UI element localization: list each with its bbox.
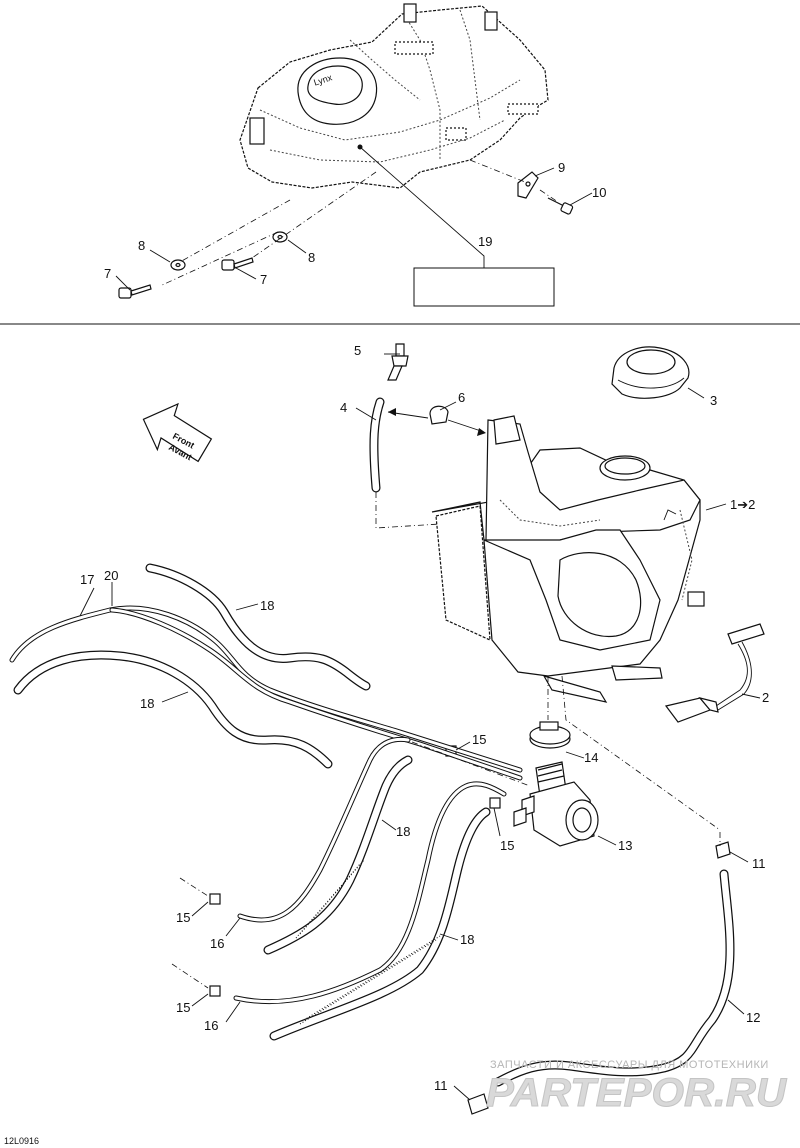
- callout-18-lower: 18: [460, 932, 474, 947]
- hose-16-lower: [233, 781, 507, 1005]
- callout-15-upper: 15: [472, 732, 486, 747]
- callout-9: 9: [558, 160, 565, 175]
- vent-hose-4: [369, 397, 385, 493]
- callout-15-mid: 15: [500, 838, 514, 853]
- vent-fitting-5: [387, 343, 409, 381]
- hose-18-top: [145, 563, 371, 691]
- clamp-15-mid: [489, 797, 501, 809]
- callout-16-lower: 16: [204, 1018, 218, 1033]
- callout-5: 5: [354, 343, 361, 358]
- bolt-7-right: [221, 257, 254, 271]
- callout-17: 17: [80, 572, 94, 587]
- callout-10: 10: [592, 185, 606, 200]
- clamp-11-upper: [715, 841, 731, 859]
- hose-12: [493, 869, 735, 1087]
- hose-18-left: [13, 650, 333, 769]
- callout-8-left: 8: [138, 238, 145, 253]
- clamp-15-lower-b: [209, 985, 221, 997]
- callout-11-upper: 11: [752, 856, 766, 871]
- callout-2: 2: [762, 690, 769, 705]
- callout-19: 19: [478, 234, 492, 249]
- hose-16-upper: [237, 736, 411, 923]
- watermark-tagline: ЗАПЧАСТИ И АКСЕССУАРЫ ДЛЯ МОТОТЕХНИКИ: [490, 1059, 769, 1071]
- callout-14: 14: [584, 750, 598, 765]
- callout-15-lower-b: 15: [176, 1000, 190, 1015]
- callout-18-left: 18: [140, 696, 154, 711]
- filler-cap-3: [611, 346, 690, 399]
- bolt-10: [547, 197, 574, 215]
- callout-6: 6: [458, 390, 465, 405]
- callout-7-left: 7: [104, 266, 111, 281]
- fuel-tank-frame-assembly: Lynx: [239, 3, 549, 189]
- hose-clamp-14: [529, 721, 571, 749]
- fuel-line-17: [9, 605, 523, 773]
- front-direction-arrow: Front Avant: [142, 402, 213, 462]
- callout-8-right: 8: [308, 250, 315, 265]
- callout-16-upper: 16: [210, 936, 224, 951]
- callout-1-2: 1➔2: [730, 497, 755, 512]
- callout-18-top: 18: [260, 598, 274, 613]
- callout-15-lower-a: 15: [176, 910, 190, 925]
- fuel-line-20: [109, 607, 523, 781]
- reservoir-tank: [431, 415, 705, 703]
- callout-13: 13: [618, 838, 632, 853]
- callout-12: 12: [746, 1010, 760, 1025]
- washer-8-left: [170, 259, 186, 271]
- hose-clip-6: [429, 405, 449, 425]
- fuel-pump-13: [513, 761, 599, 847]
- label-box-19: [413, 267, 555, 307]
- watermark-logo: PARTEPOR.RU: [486, 1071, 787, 1115]
- clamp-11-lower: [467, 1093, 489, 1115]
- callout-4: 4: [340, 400, 347, 415]
- level-sensor-2: [664, 623, 765, 723]
- callout-20: 20: [104, 568, 118, 583]
- figure-id: 12L0916: [4, 1136, 39, 1146]
- callout-18-mid: 18: [396, 824, 410, 839]
- hose-18-lower-a: [263, 755, 413, 955]
- bolt-7-left: [118, 284, 152, 299]
- callout-11-lower: 11: [434, 1078, 448, 1093]
- washer-8-right: [272, 231, 288, 243]
- hose-18-lower-b: [269, 807, 491, 1041]
- clamp-15-lower-a: [209, 893, 221, 905]
- callout-7-right: 7: [260, 272, 267, 287]
- bracket-9: [517, 171, 539, 199]
- callout-3: 3: [710, 393, 717, 408]
